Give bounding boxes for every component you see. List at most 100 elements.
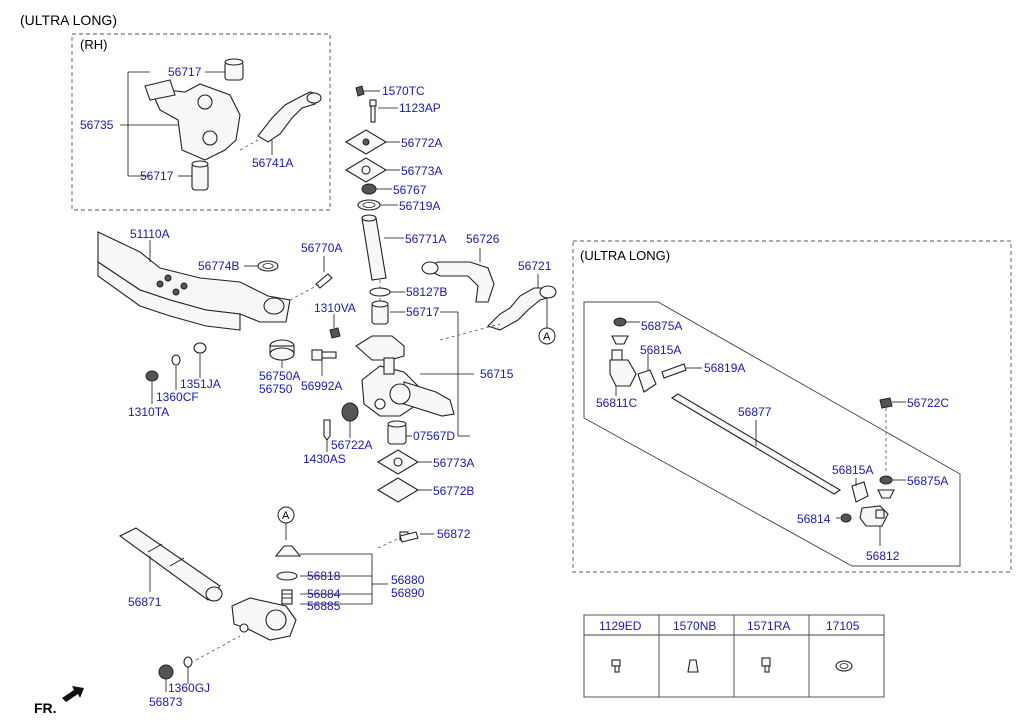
assembly-outline (583, 301, 961, 567)
washer-1360CF (171, 354, 181, 366)
nut-56722A (341, 402, 359, 422)
rh-detail-box: (RH) 56717 56735 5 (71, 33, 331, 211)
nut-56875A-right (879, 475, 893, 485)
label-56767: 56767 (393, 183, 427, 197)
bushing-bottom-rh (191, 160, 209, 191)
bearing-56750A (269, 339, 295, 361)
label-56726: 56726 (466, 232, 500, 246)
label-56774B: 56774B (198, 259, 239, 273)
king-pin-stack: 1570TC 1123AP 56772A 56773A 56767 56719A (344, 84, 447, 325)
label-56722C: 56722C (907, 396, 949, 410)
label-56741A: 56741A (252, 156, 293, 170)
label-56750: 56750 (259, 382, 293, 396)
king-pin-56771A (361, 214, 387, 281)
bolt-1123AP (369, 99, 377, 123)
ball-stud-56885 (281, 589, 293, 605)
ring-58127B (369, 287, 391, 297)
nipple-1570NB-icon (687, 659, 699, 673)
boot-right (877, 489, 895, 499)
label-1360GJ: 1360GJ (168, 681, 210, 695)
label-56750A: 56750A (259, 369, 300, 383)
front-arrow-icon (62, 686, 84, 702)
cotter-pin-1430AS (323, 419, 331, 441)
diagram-title: (ULTRA LONG) (20, 12, 117, 28)
boot-56818 (274, 545, 302, 557)
nut-56767 (361, 183, 377, 195)
ultra-long-detail-box: (ULTRA LONG) 56875A 56811C 56815A 56819A… (572, 240, 1012, 573)
label-56992A: 56992A (301, 379, 342, 393)
label-56717: 56717 (406, 305, 440, 319)
label-56875A-top: 56875A (641, 319, 682, 333)
label-56884: 56884 (307, 587, 341, 601)
label-56814: 56814 (797, 512, 831, 526)
label-56890: 56890 (391, 586, 425, 600)
label-56721: 56721 (518, 259, 552, 273)
label-56875A-right: 56875A (907, 474, 948, 488)
label-1430AS: 1430AS (303, 452, 346, 466)
nut-56873 (158, 664, 174, 680)
label-51110A: 51110A (130, 227, 170, 241)
bolt-1310VA (329, 327, 341, 339)
label-56818: 56818 (307, 569, 341, 583)
bolt-56992A (311, 349, 337, 361)
label-56772B: 56772B (433, 484, 474, 498)
rh-box-frame (71, 33, 331, 211)
label-56717-bottom-rh: 56717 (140, 169, 174, 183)
pin-56770A (315, 273, 333, 289)
nut-56875A-left (613, 317, 627, 327)
label-56812: 56812 (866, 549, 900, 563)
clamp-56815A-right (851, 481, 869, 503)
knuckle-rh (144, 79, 241, 161)
label-1310TA: 1310TA (128, 405, 169, 419)
label-56872: 56872 (437, 527, 471, 541)
nut-56814 (840, 513, 852, 523)
bolt-56872 (399, 531, 419, 543)
label-1360CF: 1360CF (156, 390, 199, 404)
table-header-1571RA: 1571RA (747, 619, 790, 633)
fastener-parts-table: 1129ED 1570NB 1571RA 17105 (583, 614, 885, 698)
nut-1310TA (145, 370, 159, 382)
label-58127B: 58127B (406, 285, 447, 299)
label-56722A: 56722A (331, 438, 372, 452)
circle-A-label-lower: A (282, 510, 290, 522)
ultra-long-box-frame (572, 240, 1012, 573)
tie-rod-56871: 56871 (118, 527, 223, 609)
label-1310VA: 1310VA (314, 301, 356, 315)
label-56770A: 56770A (301, 241, 342, 255)
ring-56884 (276, 571, 298, 581)
label-1351JA: 1351JA (180, 377, 221, 391)
circle-A-label: A (543, 331, 551, 343)
bushing-56717 (371, 300, 389, 325)
bolt-1571RA-icon (761, 657, 771, 673)
label-56885: 56885 (307, 599, 341, 613)
label-56815A-right: 56815A (832, 463, 873, 477)
grease-nipple-1570TC (355, 85, 365, 97)
label-56880: 56880 (391, 573, 425, 587)
ultra-long-box-label: (ULTRA LONG) (580, 248, 670, 263)
bushing-top-rh (224, 58, 244, 81)
front-direction-label: FR. (34, 700, 57, 716)
label-56773A-top: 56773A (401, 164, 442, 178)
rh-box-label: (RH) (80, 37, 107, 52)
label-1570TC: 1570TC (382, 84, 425, 98)
label-56717-top-rh: 56717 (168, 65, 202, 79)
axle-beam-51110A: 51110A (97, 227, 291, 331)
tie-rod-end-56812 (859, 505, 889, 527)
label-1123AP: 1123AP (399, 101, 441, 115)
washer-1360GJ (183, 656, 193, 668)
tie-rod-arm-56726: 56726 (421, 232, 500, 303)
washer-1351JA (193, 342, 207, 354)
bolt-1129ED-icon (611, 659, 621, 673)
label-56871: 56871 (128, 595, 162, 609)
steering-arm-rh (257, 91, 322, 143)
label-56873: 56873 (149, 695, 183, 709)
table-header-1570NB: 1570NB (673, 619, 716, 633)
clamp-56815A-left (637, 369, 657, 393)
label-56877: 56877 (738, 405, 772, 419)
table-header-1129ED: 1129ED (599, 619, 642, 633)
label-56811C: 56811C (596, 396, 637, 410)
grease-nipple-56722C (879, 397, 893, 409)
bolt-56819A (661, 363, 687, 379)
boot-left (611, 335, 629, 345)
